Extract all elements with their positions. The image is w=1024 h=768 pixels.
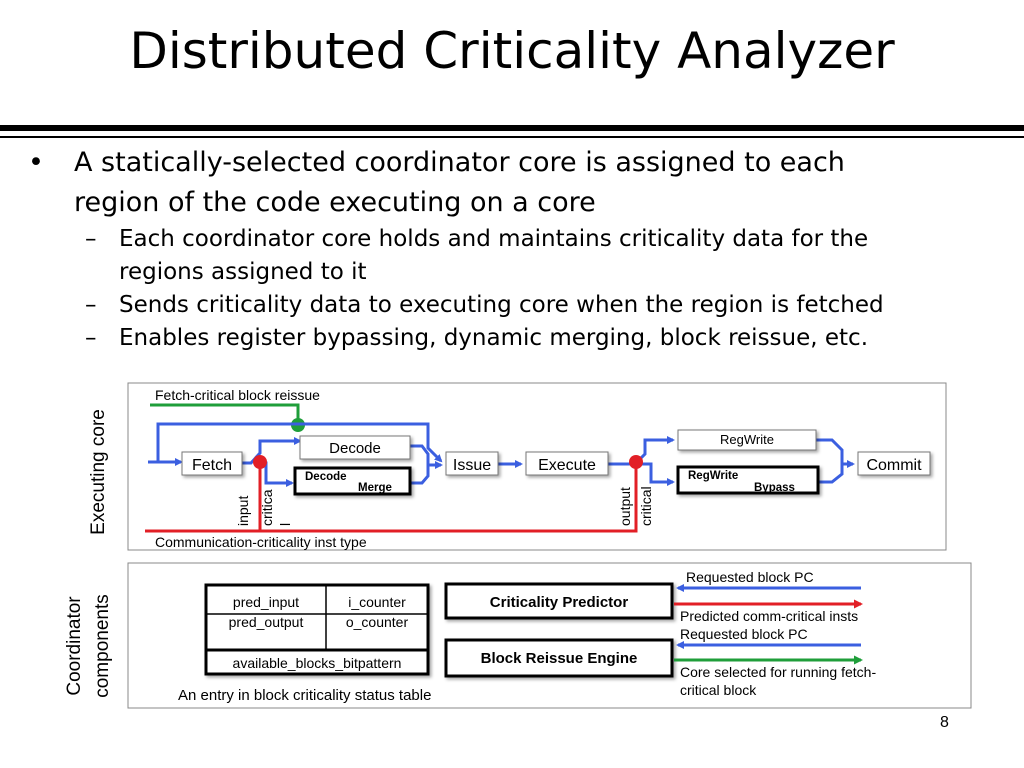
sub-bullet-dash: – xyxy=(85,292,97,318)
regwrite-bypass-stage xyxy=(676,465,820,495)
block-reissue-engine-label: Block Reissue Engine xyxy=(481,650,638,667)
bullet-main-line-2: region of the code executing on a core xyxy=(74,187,596,218)
fetch-stage xyxy=(181,451,243,476)
predicted-insts-label: Predicted comm-critical insts xyxy=(680,608,858,624)
criticality-predictor-box xyxy=(444,582,674,620)
table-cell-pred-input: pred_input xyxy=(233,594,299,610)
output-critical-label: output critical xyxy=(617,486,654,526)
requested-pc-label-2: Requested block PC xyxy=(680,626,808,642)
core-selected-label-1: Core selected for running fetch- xyxy=(680,664,876,680)
input-critical-label-2: critica xyxy=(259,489,275,526)
sub-bullet-dash: – xyxy=(85,226,97,252)
sub-bullet-3: – Enables register bypassing, dynamic me… xyxy=(28,322,998,355)
coordinator-side-label-1: Coordinator xyxy=(64,596,85,696)
sub-bullet-1-line-1: Each coordinator core holds and maintain… xyxy=(119,226,869,252)
sub-bullet-2-text: Sends criticality data to executing core… xyxy=(119,292,884,318)
table-cell-pred-output: pred_output xyxy=(229,614,304,630)
table-cell-o-counter: o_counter xyxy=(346,614,409,630)
coordinator-panel xyxy=(127,562,972,709)
title-divider-thin xyxy=(0,136,1024,138)
issue-label: Issue xyxy=(453,457,491,474)
input-critical-dot xyxy=(253,455,267,469)
commit-label: Commit xyxy=(866,457,922,474)
decode-merge-stage xyxy=(293,466,412,496)
communication-criticality-label: Communication-criticality inst type xyxy=(155,534,367,550)
core-selected-label-2: critical block xyxy=(680,682,757,698)
bullet-main-line-1: A statically-selected coordinator core i… xyxy=(74,147,845,178)
decode-merge-label-b: Merge xyxy=(358,482,392,494)
fetch-critical-reissue-label: Fetch-critical block reissue xyxy=(155,387,320,403)
output-critical-label-1: output xyxy=(617,487,633,526)
decode-merge-label-a: Decode xyxy=(305,471,347,483)
sub-bullet-3-text: Enables register bypassing, dynamic merg… xyxy=(119,325,869,351)
execute-label: Execute xyxy=(538,457,596,474)
comm-criticality-red-line xyxy=(145,466,638,533)
decode-stage xyxy=(299,435,411,460)
regwrite-bypass-label-b: Bypass xyxy=(754,482,795,494)
coordinator-side-label-2: components xyxy=(92,594,113,698)
commit-stage xyxy=(857,451,931,476)
sub-bullet-1-line-2: regions assigned to it xyxy=(119,259,367,285)
input-critical-label-1: input xyxy=(235,496,251,526)
output-critical-dot xyxy=(629,455,643,469)
page-title: Distributed Criticality Analyzer xyxy=(129,22,895,80)
status-table-entry xyxy=(204,583,430,676)
page-number: 8 xyxy=(940,714,949,731)
fetch-label: Fetch xyxy=(192,457,232,474)
reissue-green-line xyxy=(150,403,300,423)
executing-core-panel xyxy=(127,382,947,551)
output-critical-label-2: critical xyxy=(638,486,654,526)
input-critical-label-3: l xyxy=(277,523,293,526)
bullet-main: • A statically-selected coordinator core… xyxy=(28,143,998,223)
issue-stage xyxy=(445,451,499,476)
title-divider-thick xyxy=(0,125,1024,131)
status-table-caption: An entry in block criticality status tab… xyxy=(178,687,431,704)
table-cell-i-counter: i_counter xyxy=(348,594,406,610)
input-critical-label: input critica l xyxy=(235,489,293,526)
criticality-predictor-label: Criticality Predictor xyxy=(490,594,629,611)
block-reissue-engine-box xyxy=(444,638,674,678)
sub-bullet-2: – Sends criticality data to executing co… xyxy=(28,289,998,322)
table-cell-bitpattern: available_blocks_bitpattern xyxy=(233,655,402,671)
decode-label: Decode xyxy=(329,440,381,457)
sub-bullet-1: – Each coordinator core holds and mainta… xyxy=(28,223,998,289)
executing-core-side-label: Executing core xyxy=(88,409,109,535)
regwrite-label: RegWrite xyxy=(720,432,774,447)
regwrite-stage xyxy=(677,429,817,451)
requested-pc-label-1: Requested block PC xyxy=(686,569,814,585)
execute-stage xyxy=(525,451,609,476)
sub-bullet-dash: – xyxy=(85,325,97,351)
regwrite-bypass-label-a: RegWrite xyxy=(688,470,738,482)
bullet-list: • A statically-selected coordinator core… xyxy=(28,143,998,355)
bullet-dot: • xyxy=(28,147,44,178)
